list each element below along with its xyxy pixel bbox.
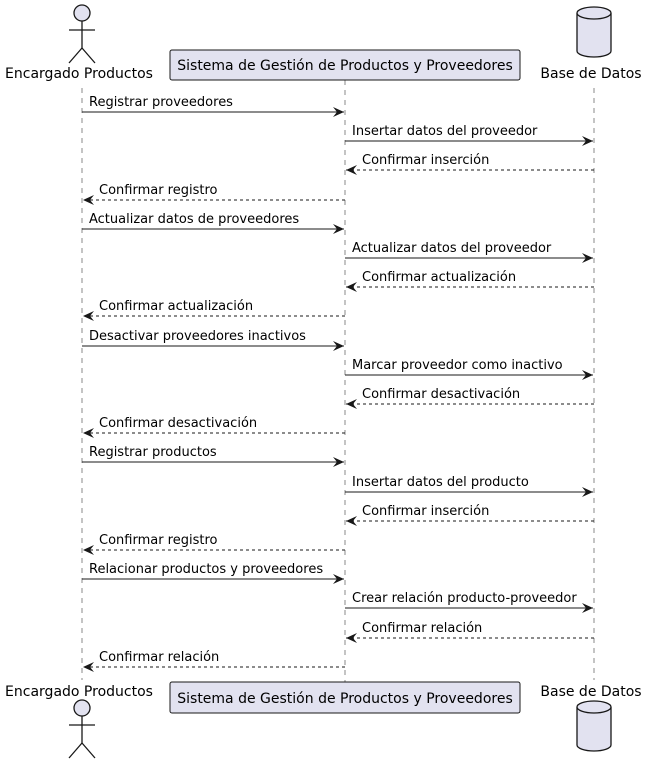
actor-encargado-label-bottom: Encargado Productos	[5, 684, 153, 700]
message-label: Confirmar relación	[362, 621, 482, 636]
message-label: Confirmar desactivación	[362, 387, 520, 402]
stick-figure-icon	[68, 699, 96, 759]
participant-sistema-bottom: Sistema de Gestión de Productos y Provee…	[169, 681, 521, 714]
message-label: Confirmar actualización	[362, 270, 516, 285]
database-icon	[576, 700, 612, 752]
actor-encargado-top: Encargado Productos	[5, 4, 153, 82]
actor-encargado-bottom: Encargado Productos	[5, 684, 153, 759]
participant-sistema-label-bottom: Sistema de Gestión de Productos y Provee…	[177, 691, 513, 707]
message-label: Confirmar registro	[99, 183, 218, 198]
message-label: Confirmar inserción	[362, 504, 489, 519]
message-label: Confirmar inserción	[362, 153, 489, 168]
stick-figure-icon	[68, 4, 96, 64]
participant-sistema-label: Sistema de Gestión de Productos y Provee…	[177, 58, 513, 74]
database-bd-top: Base de Datos	[540, 6, 642, 82]
message-label: Actualizar datos de proveedores	[89, 212, 299, 227]
message-label: Confirmar desactivación	[99, 416, 257, 431]
message-label: Insertar datos del producto	[352, 475, 529, 490]
message-label: Desactivar proveedores inactivos	[89, 329, 306, 344]
database-bd-bottom: Base de Datos	[540, 684, 642, 752]
participant-sistema-top: Sistema de Gestión de Productos y Provee…	[169, 49, 521, 81]
message-label: Confirmar actualización	[99, 299, 253, 314]
message-label: Registrar productos	[89, 445, 217, 460]
message-label: Confirmar relación	[99, 650, 219, 665]
message-label: Relacionar productos y proveedores	[89, 562, 323, 577]
database-icon	[576, 6, 612, 58]
message-label: Crear relación producto-proveedor	[352, 591, 577, 606]
actor-encargado-label: Encargado Productos	[5, 66, 153, 82]
message-label: Marcar proveedor como inactivo	[352, 358, 563, 373]
database-bd-label: Base de Datos	[540, 66, 641, 82]
message-label: Registrar proveedores	[89, 95, 233, 110]
message-label: Confirmar registro	[99, 533, 218, 548]
database-bd-label-bottom: Base de Datos	[540, 684, 641, 700]
message-label: Insertar datos del proveedor	[352, 124, 538, 139]
message-label: Actualizar datos del proveedor	[352, 241, 552, 256]
